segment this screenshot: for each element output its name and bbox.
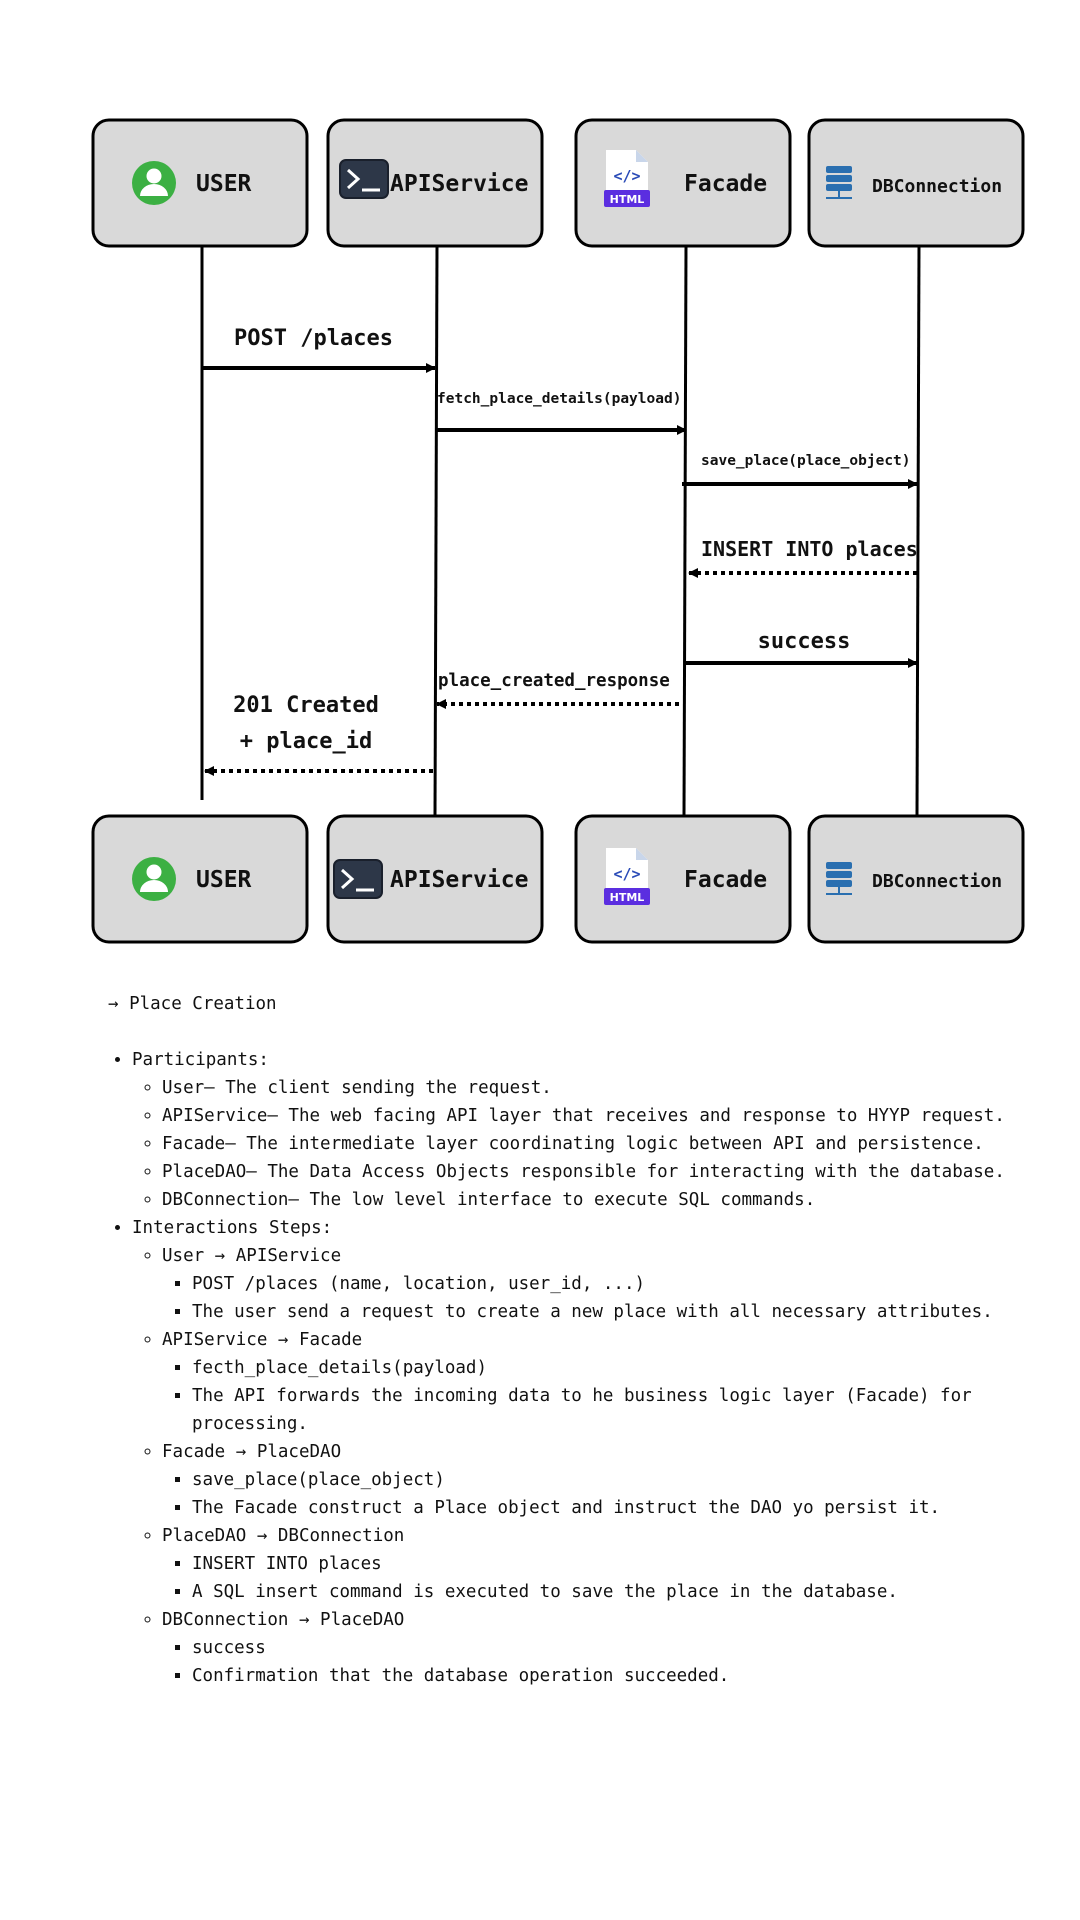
- message-fetch-place-details: fetch_place_details(payload): [437, 391, 687, 435]
- participant-label: DBConnection: [872, 871, 1002, 892]
- html-file-icon: </> HTML: [604, 848, 650, 905]
- step-item: Facade → PlaceDAO save_place(place_objec…: [162, 1438, 1008, 1522]
- step-detail: Confirmation that the database operation…: [192, 1662, 1008, 1690]
- message-insert-into-places: INSERT INTO places: [688, 537, 918, 578]
- participant-label: APIService: [390, 867, 528, 893]
- message-label: POST /places: [234, 326, 393, 351]
- database-server-icon: [826, 862, 852, 895]
- step-detail: The API forwards the incoming data to he…: [192, 1382, 1008, 1438]
- step-item: DBConnection → PlaceDAO success Confirma…: [162, 1606, 1008, 1690]
- step-item: User → APIService POST /places (name, lo…: [162, 1242, 1008, 1326]
- message-label: place_created_response: [438, 671, 670, 691]
- participant-box-apiservice-top: APIService: [326, 118, 544, 248]
- svg-text:</>: </>: [613, 865, 640, 883]
- participant-label: Facade: [684, 171, 767, 197]
- database-server-icon: [826, 166, 852, 199]
- participant-note: Facade– The intermediate layer coordinat…: [162, 1130, 1008, 1158]
- message-label: save_place(place_object): [701, 453, 911, 469]
- participant-label: APIService: [390, 171, 528, 197]
- html-file-icon: </> HTML: [604, 150, 650, 207]
- participants-section: Participants: User– The client sending t…: [132, 1046, 1008, 1214]
- participant-box-user-bottom: USER: [91, 814, 309, 944]
- message-label-line2: + place_id: [240, 729, 372, 754]
- message-label: 201 Created: [233, 693, 379, 718]
- step-detail: fecth_place_details(payload): [192, 1354, 1008, 1382]
- svg-text:HTML: HTML: [610, 891, 645, 904]
- terminal-icon: [333, 859, 383, 899]
- steps-section: Interactions Steps: User → APIService PO…: [132, 1214, 1008, 1690]
- step-item: PlaceDAO → DBConnection INSERT INTO plac…: [162, 1522, 1008, 1606]
- notes-section: → Place Creation Participants: User– The…: [108, 990, 1008, 1690]
- step-title: DBConnection → PlaceDAO: [162, 1610, 405, 1630]
- participant-note: PlaceDAO– The Data Access Objects respon…: [162, 1158, 1008, 1186]
- participant-box-dbconnection-top: DBConnection: [807, 118, 1025, 248]
- message-label: INSERT INTO places: [701, 537, 918, 561]
- lifeline-apiservice: [433, 245, 439, 817]
- message-place-created-response: place_created_response: [436, 671, 679, 709]
- participant-box-user-top: USER: [91, 118, 309, 248]
- message-save-place: save_place(place_object): [682, 453, 918, 489]
- step-item: APIService → Facade fecth_place_details(…: [162, 1326, 1008, 1438]
- step-detail: The Facade construct a Place object and …: [192, 1494, 1008, 1522]
- user-icon: [132, 857, 176, 901]
- notes-heading: → Place Creation: [108, 994, 277, 1014]
- step-detail: The user send a request to create a new …: [192, 1298, 1008, 1326]
- step-title: PlaceDAO → DBConnection: [162, 1526, 405, 1546]
- step-detail: success: [192, 1634, 1008, 1662]
- message-label: fetch_place_details(payload): [437, 391, 681, 407]
- step-detail: save_place(place_object): [192, 1466, 1008, 1494]
- step-title: User → APIService: [162, 1246, 342, 1266]
- participant-note: DBConnection– The low level interface to…: [162, 1186, 1008, 1214]
- message-success: success: [684, 629, 918, 668]
- user-icon: [132, 161, 176, 205]
- message-201-created: 201 Created + place_id: [204, 693, 433, 776]
- participants-title: Participants:: [132, 1050, 269, 1070]
- participant-box-facade-bottom: </> HTML Facade: [574, 814, 792, 944]
- step-detail: A SQL insert command is executed to save…: [192, 1578, 1008, 1606]
- step-detail: INSERT INTO places: [192, 1550, 1008, 1578]
- svg-text:</>: </>: [613, 167, 640, 185]
- sequence-diagram: USER APIService </> HTML Facade D: [91, 118, 1025, 944]
- participant-label: USER: [196, 171, 252, 197]
- lifeline-dbconnection: [915, 245, 921, 817]
- step-title: APIService → Facade: [162, 1330, 363, 1350]
- participant-box-apiservice-bottom: APIService: [326, 814, 544, 944]
- participant-label: Facade: [684, 867, 767, 893]
- step-detail: POST /places (name, location, user_id, .…: [192, 1270, 1008, 1298]
- participant-label: DBConnection: [872, 176, 1002, 197]
- participant-label: USER: [196, 867, 252, 893]
- participant-box-dbconnection-bottom: DBConnection: [807, 814, 1025, 944]
- terminal-icon: [339, 159, 389, 199]
- lifeline-facade: [682, 245, 688, 817]
- message-post-places: POST /places: [202, 326, 436, 373]
- participant-box-facade-top: </> HTML Facade: [574, 118, 792, 248]
- message-label: success: [758, 629, 851, 654]
- svg-text:HTML: HTML: [610, 193, 645, 206]
- step-title: Facade → PlaceDAO: [162, 1442, 342, 1462]
- notes-list: Participants: User– The client sending t…: [108, 1046, 1008, 1690]
- participant-note: User– The client sending the request.: [162, 1074, 1008, 1102]
- participant-note: APIService– The web facing API layer tha…: [162, 1102, 1008, 1130]
- steps-title: Interactions Steps:: [132, 1218, 333, 1238]
